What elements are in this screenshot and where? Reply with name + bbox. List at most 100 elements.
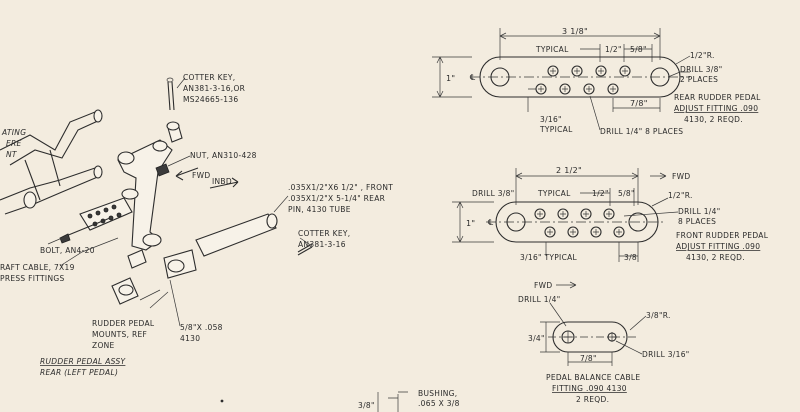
front-spacing-2: 5/8" (618, 189, 635, 198)
rear-main-hole (650, 67, 670, 87)
assembly-title: RUDDER PEDAL ASSY (40, 357, 126, 366)
front-main-hole (628, 212, 648, 232)
bushing-detail: 3/8" BUSHING, .065 X 3/8 (220, 389, 460, 412)
cable-label-2: PRESS FITTINGS (0, 274, 65, 283)
small-hole (557, 208, 569, 220)
small-hole (603, 208, 615, 220)
left-clip-text-3: NT (6, 150, 18, 159)
balance-fwd-arrow (556, 281, 577, 289)
balance-caption-2: FITTING .090 4130 (552, 384, 627, 393)
nut-label: NUT, AN310-428 (190, 151, 257, 160)
bolt-label: BOLT, AN4-20 (40, 246, 95, 255)
balance-spacing: 7/8" (580, 354, 597, 363)
pedal-pivot (23, 191, 37, 209)
front-typical-label: TYPICAL (537, 189, 571, 198)
assembly-subtitle: REAR (LEFT PEDAL) (40, 368, 118, 377)
rear-drill-small: DRILL 1/4" 8 PLACES (600, 127, 683, 136)
rear-caption-1: REAR RUDDER PEDAL (674, 93, 761, 102)
tube-label-2: .035X1/2"X 5-1/4" REAR (288, 194, 385, 203)
rear-centerline-mark: ℄ (470, 73, 476, 82)
rear-spacing-1: 1/2" (605, 45, 622, 54)
balance-drill-large: DRILL 1/4" (518, 295, 560, 304)
arm-hole (95, 210, 101, 216)
small-hole (613, 226, 625, 238)
pedal-top-end (93, 109, 103, 123)
front-fitting-drawing: 2 1/2" FWD DRILL 3/8" TYPICAL 1/2" 5/8" … (452, 166, 769, 262)
front-small-holes (534, 208, 625, 238)
cotter-key-top (167, 81, 175, 111)
small-hole (559, 83, 571, 95)
rudder-pedal-assembly: ATING ERE NT COTTER KEY, AN381-3-16,OR M… (0, 73, 393, 377)
bushing-label-2: .065 X 3/8 (418, 399, 460, 408)
nut-part (155, 163, 170, 177)
tube-size-label-2: 4130 (180, 334, 200, 343)
balance-caption-3: 2 REQD. (576, 395, 609, 404)
rear-spacing-2: 5/8" (630, 45, 647, 54)
balance-radius: 3/8"R. (646, 311, 671, 320)
cotter-key-label-2: AN381-3-16,OR (183, 84, 245, 93)
rear-drill-main-2: 2 PLACES (680, 75, 718, 84)
rear-offset-1: 3/16" (540, 115, 562, 124)
rear-fitting-outline (479, 56, 681, 98)
pedal-bottom-boss (142, 233, 162, 247)
front-end-offset: 3/8 (624, 253, 637, 262)
bolt-head (59, 233, 71, 244)
rear-height-dim: 1" (446, 74, 455, 83)
mounts-label-1: RUDDER PEDAL (92, 319, 155, 328)
rear-end-offset: 7/8" (630, 99, 648, 108)
small-hole (567, 226, 579, 238)
pedal-bottom-end (93, 165, 103, 179)
arm-hole (103, 207, 109, 213)
front-main-hole (506, 212, 526, 232)
cotter-key2-label-2: AN381-3-16 (298, 240, 346, 249)
front-drill-small-2: 8 PLACES (678, 217, 716, 226)
rear-small-holes (535, 65, 631, 95)
rear-main-hole (490, 67, 510, 87)
bushing-dim: 3/8" (358, 401, 375, 410)
inbd-arrow (209, 177, 239, 189)
cotter-key-right (297, 243, 313, 256)
small-hole (534, 208, 546, 220)
front-fwd-label: FWD (672, 172, 690, 181)
small-hole (595, 65, 607, 77)
bushing-label-1: BUSHING, (418, 389, 457, 398)
rear-fitting-drawing: 3 1/8" TYPICAL 1/2" 5/8" 1" ℄ 1/2"R. (432, 27, 761, 136)
arm-hole (111, 204, 117, 210)
small-hole (583, 83, 595, 95)
tube-size-label-1: 5/8"X .058 (180, 323, 223, 332)
small-hole (580, 208, 592, 220)
pedal-frame-strut (24, 149, 61, 201)
rear-caption-2: ADJUST FITTING .090 (674, 104, 758, 113)
rear-radius-label: 1/2"R. (690, 51, 715, 60)
rear-offset-2: TYPICAL (539, 125, 573, 134)
front-height-dim: 1" (466, 219, 475, 228)
fwd-arrow (175, 167, 199, 181)
perforated-arm (79, 197, 133, 231)
front-drill-main: DRILL 3/8" (472, 189, 514, 198)
front-caption-2: ADJUST FITTING .090 (676, 242, 760, 251)
cotter-key-label-3: MS24665-136 (183, 95, 238, 104)
cable-label-1: RAFT CABLE, 7X19 (0, 263, 75, 272)
front-radius-label: 1/2"R. (668, 191, 693, 200)
fwd-label: FWD (192, 171, 210, 180)
front-drill-small-1: DRILL 1/4" (678, 207, 720, 216)
balance-fwd-label: FWD (534, 281, 552, 290)
dot-mark (220, 399, 224, 403)
lower-bushing (127, 249, 147, 269)
front-offset-typical: 3/16" TYPICAL (520, 253, 578, 262)
small-hole (547, 65, 559, 77)
mounts-label-2: MOUNTS, REF (92, 330, 147, 339)
inbd-label: INBD (212, 177, 232, 186)
balance-caption-1: PEDAL BALANCE CABLE (546, 373, 640, 382)
rear-overall-dim: 3 1/8" (562, 27, 588, 36)
front-caption-1: FRONT RUDDER PEDAL (676, 231, 769, 240)
rear-drill-main-1: DRILL 3/8" (680, 65, 722, 74)
balance-drill-small: DRILL 3/16" (642, 350, 690, 359)
left-clip-text-1: ATING (1, 128, 26, 137)
pin-tube (195, 213, 277, 257)
arm-hole (116, 212, 122, 218)
pedal-mid-boss (121, 188, 139, 200)
front-fwd-arrow (650, 172, 667, 180)
front-overall-dim: 2 1/2" (556, 166, 582, 175)
